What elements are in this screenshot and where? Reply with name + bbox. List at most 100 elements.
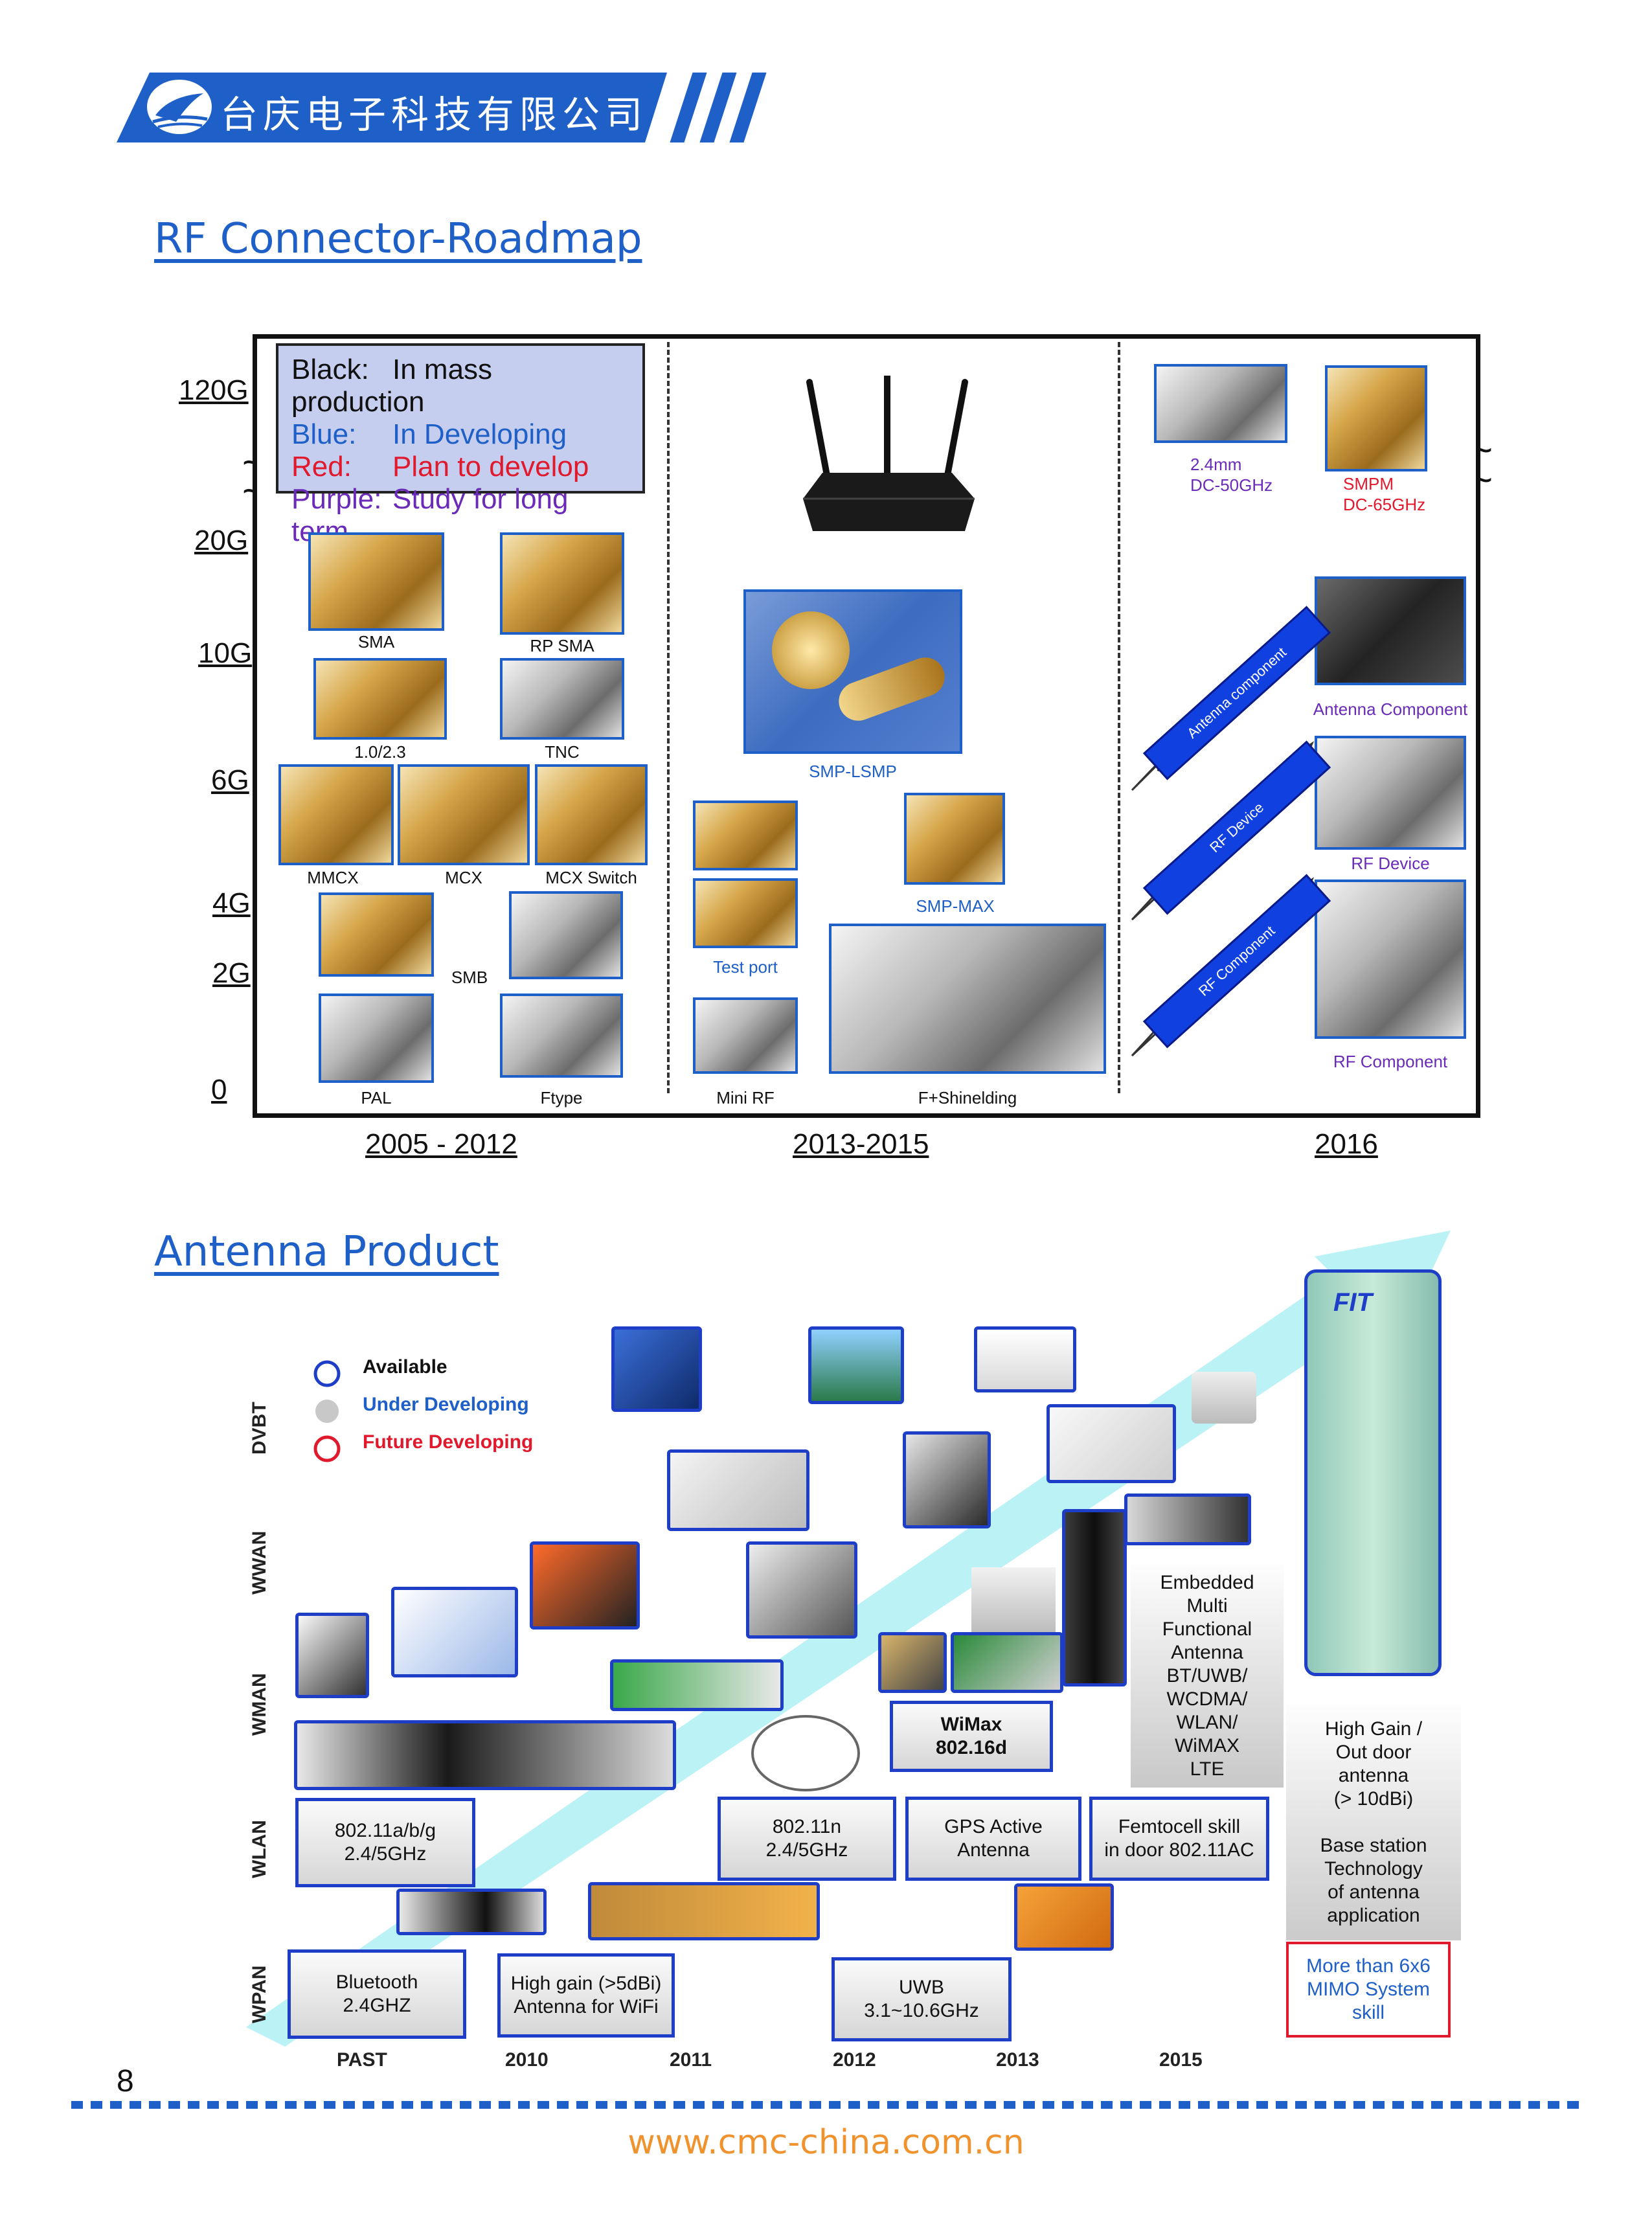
smp-max-photo [904, 793, 1005, 885]
period-divider [1118, 342, 1120, 1093]
antenna-component-photo [1315, 576, 1466, 685]
y-label: 2G [212, 957, 251, 989]
connector-label: 1.0/2.3 [354, 742, 406, 762]
connector-label: SMPM [1343, 474, 1394, 494]
header-slash [670, 73, 707, 142]
mini-rf-photo [693, 997, 798, 1074]
smb-flange-photo [509, 891, 623, 979]
wifi-box-photo [974, 1326, 1076, 1392]
year-label: 2012 [833, 2049, 876, 2071]
f-shielding-photo [829, 924, 1106, 1074]
row-label: WPAN [249, 1965, 270, 2023]
legend-value: In Developing [392, 418, 567, 450]
connector-label: TNC [545, 742, 580, 762]
rubber-antenna-photo [1062, 1509, 1127, 1687]
connector-label: SMP-MAX [916, 896, 995, 916]
ceramic-antenna-photo [1014, 1883, 1114, 1951]
connector-label: RP SMA [530, 636, 594, 655]
whip-antenna-photo [1124, 1493, 1251, 1545]
year-label: 2013 [996, 2049, 1039, 2071]
dipole-antennas-photo [294, 1720, 676, 1790]
base-station-antenna-photo: FIT [1304, 1269, 1442, 1676]
row-label: WLAN [249, 1820, 270, 1878]
period-label: 2005 - 2012 [365, 1128, 517, 1160]
smpm-photo [1325, 365, 1427, 471]
connector-label: MCX [445, 868, 482, 887]
connector-label: PAL [361, 1088, 392, 1107]
legend-key: Purple: [291, 483, 382, 515]
connector-label: Mini RF [716, 1088, 775, 1107]
router-antenna-photo [295, 1613, 369, 1698]
module-board-photo [951, 1632, 1063, 1693]
legend-value: Plan to develop [392, 451, 589, 483]
cable-antenna-photo [396, 1889, 547, 1935]
sma-photo [308, 532, 444, 631]
year-label: 2015 [1159, 2049, 1203, 2071]
roadmap-title: RF Connector-Roadmap [154, 215, 642, 263]
legend-value: In mass production [291, 354, 493, 418]
period-label: 2016 [1315, 1128, 1378, 1160]
y-label: 120G [179, 374, 249, 406]
rp-sma-photo [500, 532, 624, 635]
ftype-photo [500, 994, 623, 1078]
connector-2-4mm-photo [1154, 364, 1287, 443]
legend-key: Blue: [291, 418, 357, 450]
connector-label: SMA [357, 632, 395, 652]
mcx-photo [398, 764, 530, 865]
connector-label: SMP-LSMP [809, 762, 897, 781]
tv-photo [808, 1326, 904, 1404]
connector-label: MCX Switch [545, 868, 637, 887]
connector-label: DC-65GHz [1343, 495, 1426, 514]
connector-label: Ftype [540, 1088, 583, 1107]
header-slash [729, 73, 767, 142]
header-slash [699, 73, 737, 142]
antenna-logo: FIT [1333, 1288, 1372, 1317]
row-label: DVBT [249, 1402, 270, 1455]
legend-key: Red: [291, 451, 352, 483]
card-high-gain-wifi: High gain (>5dBi)Antenna for WiFi [497, 1953, 675, 2038]
roadmap-legend: Black:In mass production Blue:In Develop… [276, 343, 645, 547]
wifi-router-icon [803, 376, 975, 531]
laptop-photo [530, 1541, 640, 1630]
row-label: WWAN [249, 1530, 270, 1595]
legend-future-developing: Future Developing [363, 1431, 534, 1453]
y-label: 0 [211, 1074, 227, 1106]
mmcx-photo [278, 764, 394, 865]
connector-label: F+Shinelding [918, 1088, 1017, 1107]
pcb-strip-photo [588, 1882, 820, 1940]
year-label: PAST [337, 2049, 387, 2071]
mcx-switch-photo [535, 764, 648, 865]
cable-loop-photo [751, 1715, 860, 1791]
connector-label: MMCX [307, 868, 359, 887]
connector-label: Antenna Component [1313, 699, 1468, 719]
connector-label: RF Device [1351, 854, 1430, 873]
available-marker-icon [313, 1360, 341, 1387]
wifi-router-photo [391, 1587, 518, 1677]
tablet-photo [611, 1326, 702, 1412]
y-label: 20G [194, 525, 249, 556]
period-label: 2013-2015 [793, 1128, 929, 1160]
year-label: 2011 [670, 2049, 712, 2071]
cable-connector-photo [903, 1431, 991, 1528]
test-port-photo-1 [693, 801, 798, 870]
legend-available: Available [363, 1356, 447, 1378]
connector-small-photo [878, 1632, 947, 1693]
footer-url[interactable]: www.cmc-china.com.cn [628, 2123, 1024, 2162]
test-port-photo-2 [693, 878, 798, 948]
connector-label: RF Component [1333, 1052, 1448, 1071]
future-developing-marker-icon [313, 1435, 341, 1462]
y-label: 4G [212, 887, 251, 919]
y-label: 6G [211, 764, 249, 796]
footer-divider [71, 2101, 1587, 2109]
connector-label: 2.4mm [1190, 455, 1242, 474]
mount-antenna-photo [746, 1541, 857, 1639]
pal-photo [319, 994, 434, 1083]
